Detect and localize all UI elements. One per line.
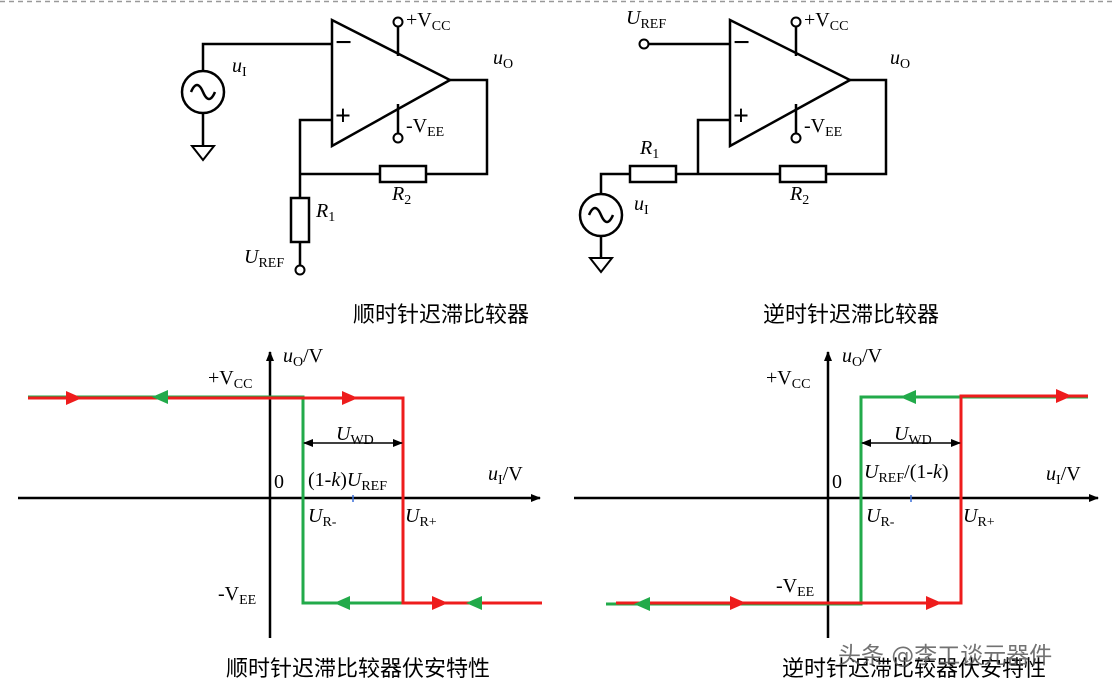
r1-label: R1	[639, 137, 659, 162]
green-arrow-left	[334, 596, 350, 610]
x-axis-label: uI/V	[488, 463, 523, 488]
ref-terminal	[294, 264, 306, 276]
center-label: (1-k)UREF	[308, 469, 387, 494]
sine-icon	[587, 206, 615, 224]
caption-clockwise-circuit: 顺时针迟滞比较器	[353, 303, 529, 328]
red-arrow-right	[432, 596, 448, 610]
sine-icon	[189, 83, 217, 101]
width-label: UWD	[336, 423, 374, 448]
r2-label: R2	[391, 183, 411, 208]
vcc-terminal	[392, 16, 404, 28]
threshold-low-label: UR-	[308, 505, 337, 530]
high-level-label: +VCC	[208, 367, 252, 392]
inverting-sign: −	[335, 26, 352, 59]
vcc-terminal	[790, 16, 802, 28]
vcc-label: +VCC	[804, 9, 848, 34]
caption-clockwise-graph: 顺时针迟滞比较器伏安特性	[226, 657, 490, 682]
y-axis-label: uO/V	[283, 345, 324, 370]
red-trace	[28, 396, 542, 605]
graph-clockwise: uO/V uI/V 0 +VCC -VEE UWD (1-k)UREF UR- …	[18, 345, 542, 638]
caption-counterclockwise-circuit: 逆时针迟滞比较器	[763, 303, 939, 328]
graph-counterclockwise: uO/V uI/V 0 +VCC -VEE UWD UREF/(1-k) UR-…	[574, 345, 1099, 638]
threshold-high-label: UR+	[405, 505, 437, 530]
green-arrow-left	[152, 390, 168, 404]
watermark: 头条 @李工谈元器件	[838, 643, 1052, 669]
low-level-label: -VEE	[218, 583, 256, 608]
ref-label: UREF	[244, 246, 284, 271]
vee-label: -VEE	[804, 115, 842, 140]
threshold-high-label: UR+	[963, 505, 995, 530]
resistor-r1	[289, 196, 311, 244]
green-arrow-left	[466, 596, 482, 610]
red-arrow-right	[342, 391, 358, 405]
inverting-sign: −	[733, 26, 750, 59]
width-label: UWD	[894, 423, 932, 448]
green-trace	[606, 395, 1088, 606]
y-axis-label: uO/V	[842, 345, 883, 370]
red-arrow-right	[1056, 389, 1072, 403]
opamp-triangle	[728, 17, 853, 149]
high-level-label: +VCC	[766, 367, 810, 392]
vee-terminal	[392, 132, 404, 144]
circuit-clockwise: − + +VCC -VEE uI uO R2 R1 UREF	[180, 9, 513, 276]
r2-label: R2	[789, 183, 809, 208]
output-label: uO	[493, 47, 513, 72]
origin-label: 0	[832, 471, 842, 493]
red-arrow-right	[66, 391, 82, 405]
resistor-r1	[628, 164, 678, 184]
resistor-r2	[778, 164, 828, 184]
x-axis-label: uI/V	[1046, 463, 1081, 488]
ref-terminal	[638, 38, 650, 50]
noninverting-sign: +	[335, 101, 351, 132]
opamp-triangle	[330, 17, 453, 149]
circuit-counterclockwise: − + +VCC -VEE UREF uO R2 R1 uI	[578, 7, 910, 274]
output-label: uO	[890, 47, 910, 72]
vcc-label: +VCC	[406, 9, 450, 34]
input-label: uI	[634, 193, 649, 218]
origin-label: 0	[274, 471, 284, 493]
low-level-label: -VEE	[776, 575, 814, 600]
center-label: UREF/(1-k)	[864, 461, 949, 486]
red-trace	[616, 394, 1088, 605]
ground-icon	[587, 257, 615, 274]
vee-terminal	[790, 132, 802, 144]
red-arrow-right	[926, 596, 942, 610]
resistor-r2	[378, 164, 428, 184]
caption-counterclockwise-graph: 逆时针迟滞比较器伏安特性	[782, 657, 1046, 682]
green-arrow-left	[634, 597, 650, 611]
noninverting-sign: +	[733, 101, 749, 132]
threshold-low-label: UR-	[866, 505, 895, 530]
ground-icon	[189, 145, 217, 162]
input-label: uI	[232, 55, 247, 80]
vee-label: -VEE	[406, 115, 444, 140]
green-trace	[28, 395, 542, 605]
ref-label: UREF	[626, 7, 666, 32]
r1-label: R1	[315, 200, 335, 225]
green-arrow-left	[900, 390, 916, 404]
red-arrow-right	[730, 596, 746, 610]
